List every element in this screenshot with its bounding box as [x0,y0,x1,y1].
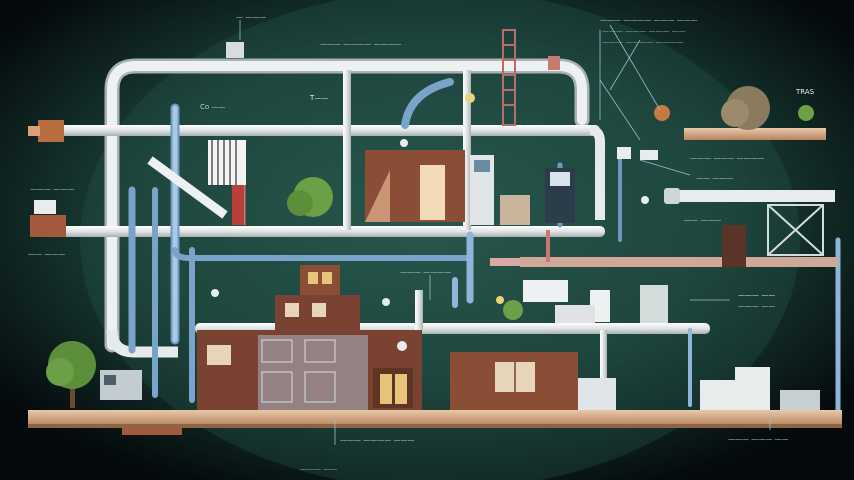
workshop [450,352,616,410]
left-shed [100,370,142,400]
callout-left-riser: Co —— [200,103,226,111]
tree-middle [287,177,333,217]
upper-trunk-elbow [589,125,605,220]
leader-lines [239,20,771,445]
left-valve-assembly [28,120,64,142]
callout-top-right-2: ——— ——— ——— —— [602,27,686,35]
left-meter-box [30,200,66,237]
callout-middle: ——— ———— [400,268,452,276]
vertical-pipe-4 [600,330,607,410]
ground-line [28,410,842,426]
ground-line-shadow [28,424,842,428]
main-house [197,330,422,410]
vertical-pipe-2 [463,70,471,230]
callout-left-box: —— ——— [28,250,66,258]
callout-top-right-1: ——— ———— ——— ——— [600,16,698,24]
main-house-upper [275,265,360,330]
right-shelf-middle [670,190,835,202]
callout-left-meter: ——— ——— [30,185,75,193]
right-shelf-top [684,128,826,140]
diagonal-chute [147,156,228,219]
main-supply-loop [104,58,590,353]
vertical-pipe-1 [343,70,351,230]
tree-left [46,341,96,408]
middle-trunk-pipe [60,226,605,237]
valve-markers [211,56,658,351]
blue-water-pipes [128,78,841,413]
right-tank-support [722,225,746,267]
callout-right-shelf: ——— ——— ———— [690,154,765,162]
callout-bottom-left: ——— —— [300,465,338,473]
callout-top-left: ——— ———— ———— [320,40,402,48]
roof-vent [226,42,244,58]
callout-right-pipe: —— ——— [696,174,734,182]
callout-bottom-right: ——— ——— —— [728,435,789,443]
callout-bottom-centre: ——— ———— ——— [340,436,415,444]
lower-right-building [700,367,820,410]
shrub-lower [503,300,523,320]
callout-top-right-3: ——— ———— ———— [602,38,684,46]
upper-trunk-pipe [60,125,600,136]
tree-upper-right [654,86,814,130]
callout-top-centre: T—— [310,94,329,102]
upper-room [365,150,494,225]
callout-right-lower-2: ——— —— [738,302,776,310]
callout-tras: TRAS [796,88,815,96]
callout-vent: — ——— [236,13,267,21]
vertical-pipe-3 [415,290,423,330]
right-pipe-end [664,188,680,204]
boiler-unit [208,140,246,225]
right-frame-truss [767,204,824,256]
callout-right-lower: ——— —— [738,291,776,299]
storage-tanks [523,280,668,323]
upper-right-unit [500,168,575,225]
callout-right-tank: —— ——— [684,216,722,224]
